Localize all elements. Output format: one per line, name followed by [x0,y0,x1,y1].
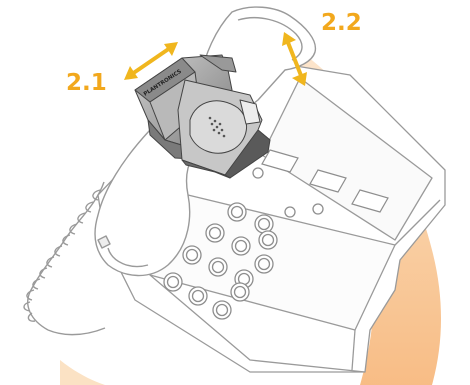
step-label-2-1: 2.1 [66,70,107,96]
coiled-cord [24,182,105,335]
step-label-2-2: 2.2 [321,10,362,36]
